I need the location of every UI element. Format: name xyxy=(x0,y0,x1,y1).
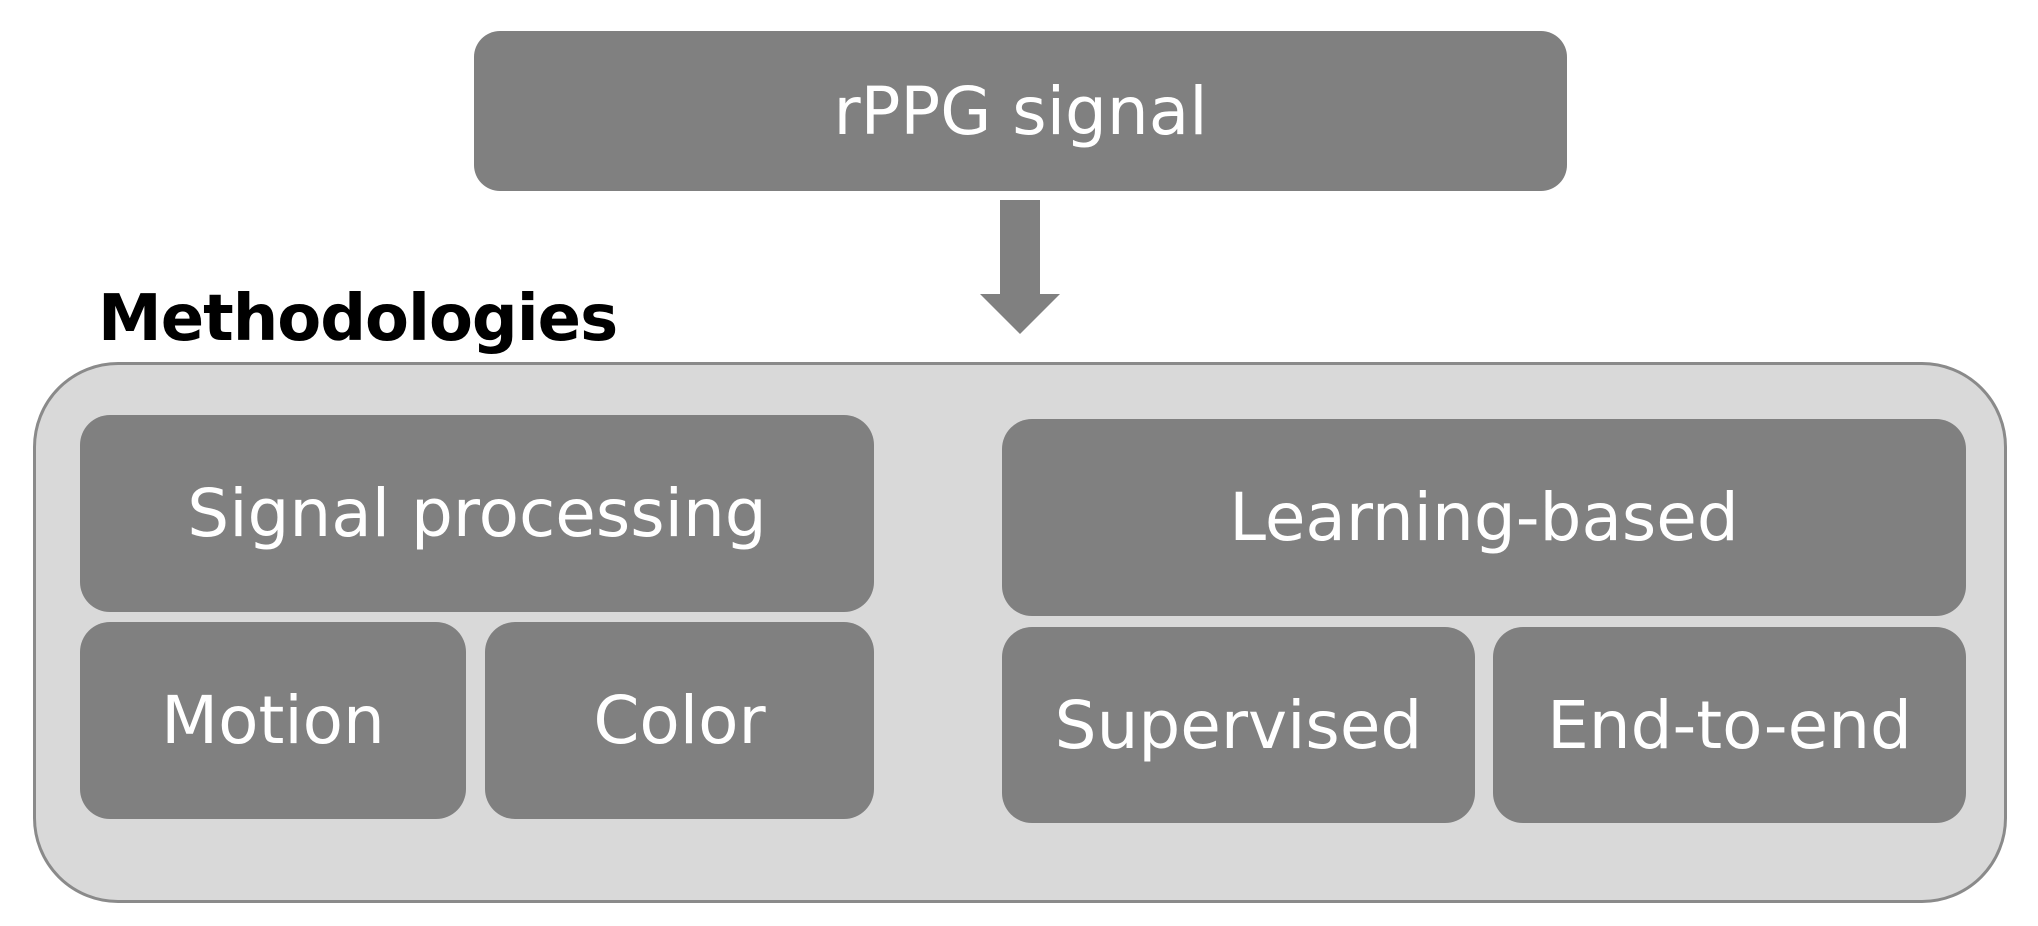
learning-based-box: Learning-based xyxy=(1002,419,1966,616)
end-to-end-box: End-to-end xyxy=(1493,627,1966,823)
color-box: Color xyxy=(485,622,874,819)
down-arrow-icon xyxy=(980,200,1060,334)
methodologies-title: Methodologies xyxy=(98,282,618,356)
supervised-box: Supervised xyxy=(1002,627,1475,823)
motion-box: Motion xyxy=(80,622,466,819)
signal-processing-box: Signal processing xyxy=(80,415,874,612)
rppg-signal-box: rPPG signal xyxy=(474,31,1567,191)
